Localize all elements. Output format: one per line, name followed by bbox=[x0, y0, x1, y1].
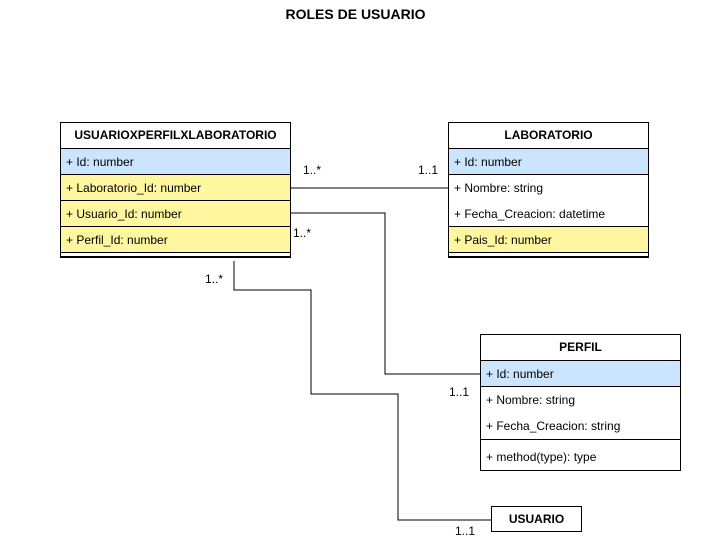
multiplicity-uxpl-usuario-target: 1..1 bbox=[455, 524, 476, 538]
class-name: PERFIL bbox=[481, 335, 680, 361]
class-usuario[interactable]: USUARIO bbox=[491, 506, 582, 532]
class-laboratorio[interactable]: LABORATORIO + Id: number + Nombre: strin… bbox=[448, 122, 649, 258]
attribute-id: + Id: number bbox=[481, 361, 680, 387]
attribute-usuario-id: + Usuario_Id: number bbox=[61, 201, 290, 227]
methods-divider bbox=[449, 253, 648, 257]
multiplicity-uxpl-perfil-target: 1..1 bbox=[449, 385, 470, 399]
attribute-fecha-creacion: + Fecha_Creacion: datetime bbox=[449, 201, 648, 227]
diagram-title: ROLES DE USUARIO bbox=[285, 6, 426, 22]
line-uxpl-usuario bbox=[233, 261, 492, 521]
class-name: LABORATORIO bbox=[449, 123, 648, 149]
methods-divider bbox=[481, 439, 680, 444]
class-name: USUARIOXPERFILXLABORATORIO bbox=[61, 123, 290, 149]
multiplicity-uxpl-laboratorio-source: 1..* bbox=[303, 163, 322, 177]
line-uxpl-perfil bbox=[290, 212, 481, 375]
methods-divider bbox=[61, 253, 290, 257]
multiplicity-uxpl-usuario-source: 1..* bbox=[205, 272, 224, 286]
method-entry: + method(type): type bbox=[481, 444, 680, 470]
multiplicity-uxpl-laboratorio-target: 1..1 bbox=[418, 163, 439, 177]
attribute-laboratorio-id: + Laboratorio_Id: number bbox=[61, 175, 290, 201]
attribute-perfil-id: + Perfil_Id: number bbox=[61, 227, 290, 253]
class-usuarioxperfilxlaboratorio[interactable]: USUARIOXPERFILXLABORATORIO + Id: number … bbox=[60, 122, 291, 258]
class-perfil[interactable]: PERFIL + Id: number + Nombre: string + F… bbox=[480, 334, 681, 471]
attribute-id: + Id: number bbox=[449, 149, 648, 175]
attribute-nombre: + Nombre: string bbox=[449, 175, 648, 201]
attribute-fecha-creacion: + Fecha_Creacion: string bbox=[481, 413, 680, 439]
class-name: USUARIO bbox=[508, 512, 565, 526]
attribute-nombre: + Nombre: string bbox=[481, 387, 680, 413]
attribute-pais-id: + Pais_Id: number bbox=[449, 227, 648, 253]
attribute-id: + Id: number bbox=[61, 149, 290, 175]
multiplicity-uxpl-perfil-source: 1..* bbox=[293, 226, 312, 240]
